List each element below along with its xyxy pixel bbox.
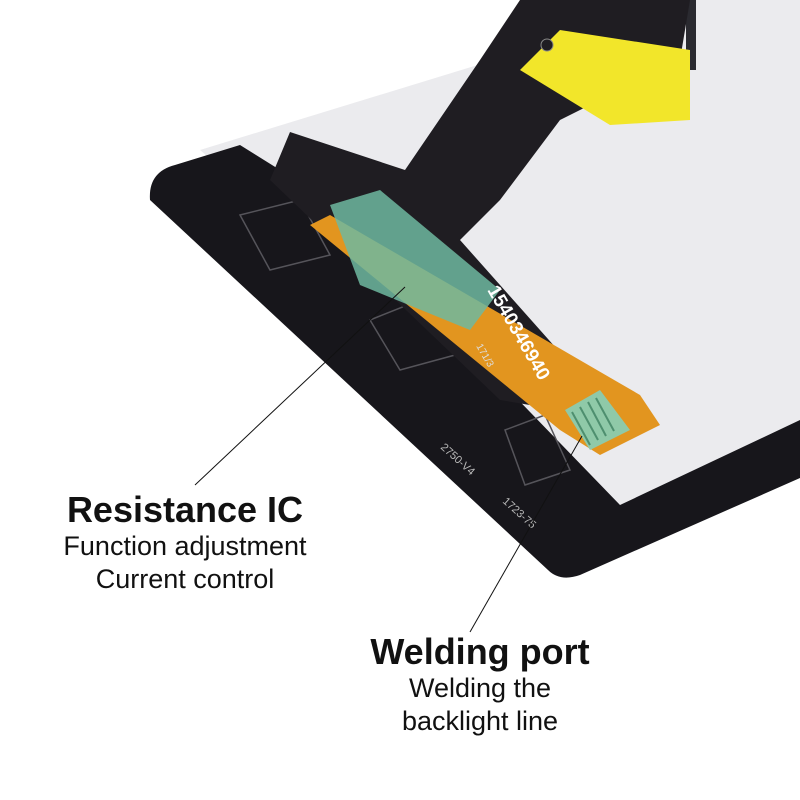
leader-line-welding-port bbox=[469, 435, 583, 633]
annotation-line: Current control bbox=[95, 564, 275, 594]
annotation-line: Function adjustment bbox=[63, 531, 307, 561]
annotation-title: Welding port bbox=[370, 631, 590, 672]
flex-hole bbox=[540, 38, 554, 52]
annotation-welding-port: Welding port Welding the backlight line bbox=[340, 632, 620, 738]
annotation-line: backlight line bbox=[401, 706, 559, 736]
resistance-ic bbox=[330, 190, 500, 330]
leader-line-resistance-ic bbox=[194, 286, 406, 486]
yellow-tape bbox=[520, 30, 690, 125]
panel-back bbox=[200, 0, 800, 510]
annotation-title: Resistance IC bbox=[66, 489, 304, 530]
annotation-resistance-ic: Resistance IC Function adjustment Curren… bbox=[30, 490, 340, 596]
panel-frame-edge bbox=[686, 0, 696, 70]
annotation-line: Welding the bbox=[408, 673, 552, 703]
welding-pins bbox=[571, 397, 615, 446]
